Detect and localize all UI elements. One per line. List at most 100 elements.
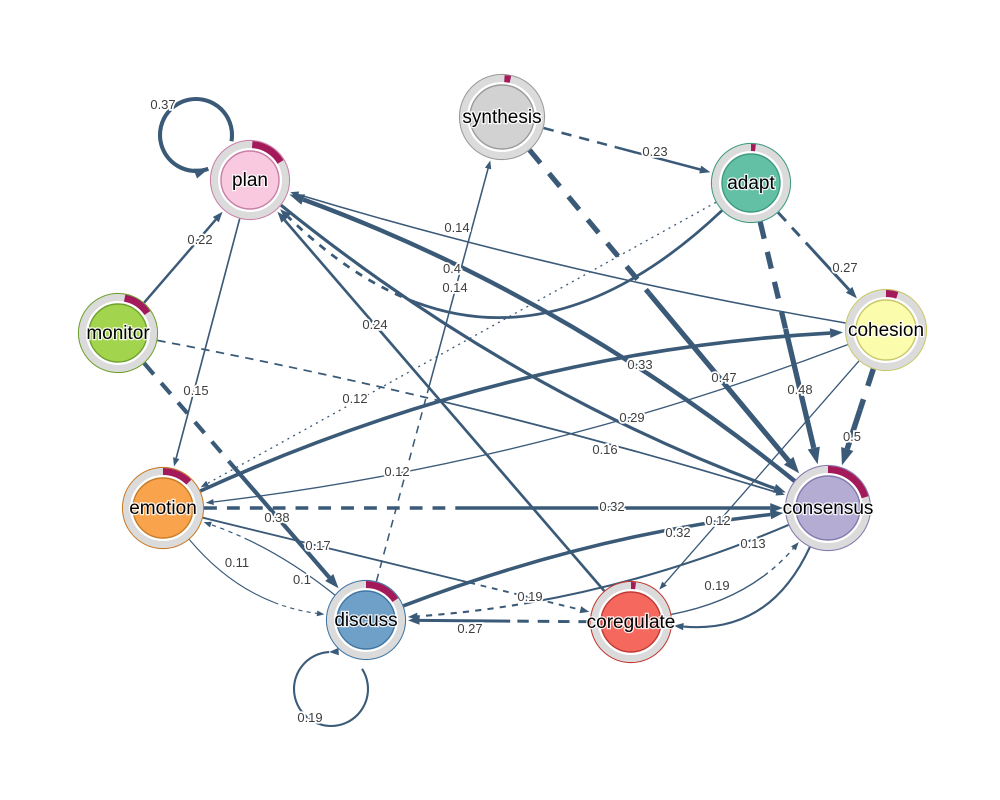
arrowhead-icon (772, 484, 786, 493)
edge-weight-emotion-cohesion: 0.33 (627, 357, 652, 372)
arrowhead-icon (173, 457, 180, 467)
edge-weight-adapt-emotion: 0.12 (342, 391, 367, 406)
edge-synthesis-adapt (543, 126, 617, 149)
edge-synthesis-adapt (615, 146, 701, 171)
edge-weight-synthesis-consensus: 0.47 (711, 370, 736, 385)
edge-coregulate-consensus (671, 575, 765, 616)
node-label-discuss: discuss (334, 610, 397, 631)
edge-cohesion-coregulate (664, 360, 860, 585)
arrowhead-icon (791, 542, 799, 551)
arrowhead-icon (579, 606, 590, 614)
arrowhead-icon (845, 286, 857, 299)
edge-adapt-emotion (207, 201, 717, 484)
arrowhead-icon (407, 616, 420, 625)
arrowhead-icon (212, 211, 223, 223)
node-consensus[interactable] (784, 464, 872, 552)
ring-arc (251, 141, 284, 164)
edge-weight-discuss-discuss: 0.19 (297, 710, 322, 725)
edge-adapt-consensus (757, 221, 789, 330)
arrowhead-icon (316, 610, 325, 617)
node-circle[interactable] (855, 299, 917, 361)
edge-weight-adapt-consensus: 0.48 (787, 382, 812, 397)
node-label-cohesion: cohesion (848, 320, 924, 341)
arrowhead-icon (203, 521, 212, 528)
node-discuss[interactable] (325, 579, 407, 661)
edge-weight-plan-consensus: 0.29 (619, 410, 644, 425)
ring-arc (504, 75, 512, 83)
arrowhead-icon (770, 503, 783, 513)
edge-cohesion-plan (297, 193, 846, 324)
node-synthesis[interactable] (458, 73, 546, 161)
edge-weight-cohesion-coregulate: 0.12 (705, 513, 730, 528)
edge-weight-cohesion-plan: 0.14 (444, 220, 469, 235)
edge-adapt-cohesion (811, 248, 851, 291)
edge-weight-consensus-discuss: 0.19 (517, 589, 542, 604)
edge-cohesion-consensus (857, 368, 876, 411)
edge-coregulate-plan (283, 219, 606, 592)
edge-consensus-discuss (417, 601, 531, 618)
node-monitor[interactable] (77, 292, 159, 374)
node-emotion[interactable] (121, 466, 205, 550)
edge-discuss-emotion (248, 539, 336, 596)
node-circle[interactable] (88, 303, 148, 363)
node-adapt[interactable] (710, 142, 792, 224)
edge-weight-discuss-emotion: 0.11 (225, 555, 249, 570)
edge-discuss-emotion (210, 524, 249, 541)
ring-arc (827, 466, 869, 499)
edge-weight-coregulate-consensus: 0.13 (740, 536, 765, 551)
edge-weight-monitor-discuss: 0.38 (264, 510, 289, 525)
arrowhead-icon (205, 498, 214, 506)
arrowhead-icon (280, 209, 292, 220)
node-circle[interactable] (600, 591, 662, 653)
node-plan[interactable] (209, 139, 291, 221)
ring (460, 75, 544, 159)
edge-discuss-synthesis (375, 392, 429, 582)
node-circle[interactable] (795, 475, 861, 541)
edge-consensus-discuss (530, 523, 789, 604)
node-circle[interactable] (132, 477, 194, 539)
edge-coregulate-consensus (763, 547, 794, 577)
ring-arc (162, 468, 192, 485)
self-loop-discuss (292, 651, 370, 728)
arrowhead-icon (783, 456, 800, 474)
node-circle[interactable] (336, 590, 396, 650)
edge-monitor-discuss (228, 461, 331, 579)
node-label-monitor: monitor (86, 323, 150, 344)
edge-coregulate-discuss (419, 618, 511, 623)
ring-arc (885, 290, 899, 299)
arrowhead-icon (200, 480, 210, 488)
edge-weight-discuss-synthesis: 0.14 (442, 280, 467, 295)
edge-weight-emotion-coregulate: 0.17 (305, 538, 330, 553)
arrowhead-icon (484, 160, 492, 170)
edge-consensus-plan (302, 197, 796, 483)
edge-synthesis-consensus (647, 291, 791, 463)
edge-weight-discuss-consensus: 0.32 (665, 525, 690, 540)
edge-plan-emotion (175, 218, 241, 459)
edge-adapt-cohesion (777, 211, 814, 251)
edge-cohesion-emotion (213, 343, 848, 503)
edge-adapt-consensus (783, 328, 817, 449)
ring (79, 294, 157, 372)
edge-emotion-coregulate (202, 516, 470, 584)
arrowhead-icon (325, 573, 339, 589)
node-circle[interactable] (721, 153, 781, 213)
edge-adapt-plan (287, 215, 417, 304)
node-circle[interactable] (469, 84, 535, 150)
edge-weight-plan-emotion: 0.15 (183, 383, 208, 398)
edge-weight-coregulate-plan: 0.24 (362, 317, 387, 332)
node-circle[interactable] (220, 150, 280, 210)
edge-weight-monitor-plan: 0.22 (187, 232, 212, 247)
node-coregulate[interactable] (589, 580, 673, 664)
ring-arc (123, 294, 151, 316)
edge-weight-cohesion-emotion: 0.12 (384, 464, 409, 479)
node-cohesion[interactable] (844, 288, 928, 372)
edge-weight-emotion-discuss: 0.1 (293, 572, 311, 587)
edge-plan-consensus (280, 203, 776, 490)
edge-emotion-discuss (274, 601, 318, 614)
arrowhead-icon (277, 211, 288, 223)
edge-emotion-coregulate (469, 581, 581, 611)
edge-weight-synthesis-adapt: 0.23 (642, 144, 667, 159)
arrowhead-icon (289, 194, 306, 205)
